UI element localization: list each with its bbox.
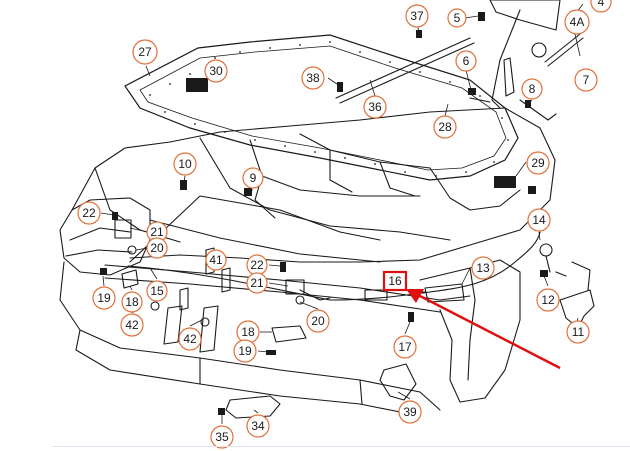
svg-text:22: 22 bbox=[82, 206, 96, 220]
svg-text:42: 42 bbox=[183, 332, 197, 346]
svg-text:18: 18 bbox=[241, 325, 255, 339]
callout-19-center: 19 bbox=[233, 339, 257, 363]
callout-35: 35 bbox=[210, 425, 234, 449]
callout-14: 14 bbox=[527, 208, 551, 232]
svg-text:10: 10 bbox=[178, 157, 192, 171]
svg-text:20: 20 bbox=[150, 241, 164, 255]
svg-text:21: 21 bbox=[150, 225, 164, 239]
callout-10: 10 bbox=[173, 152, 197, 176]
svg-text:42: 42 bbox=[125, 318, 139, 332]
svg-text:12: 12 bbox=[541, 293, 555, 307]
callout-34: 34 bbox=[246, 414, 270, 438]
svg-text:4A: 4A bbox=[570, 15, 585, 29]
svg-text:36: 36 bbox=[368, 100, 382, 114]
svg-text:21: 21 bbox=[250, 276, 264, 290]
callout-5: 5 bbox=[447, 8, 467, 28]
svg-text:27: 27 bbox=[138, 45, 152, 59]
callout-20-left: 20 bbox=[146, 237, 168, 259]
svg-text:38: 38 bbox=[306, 71, 320, 85]
callout-12: 12 bbox=[536, 288, 560, 312]
svg-text:14: 14 bbox=[532, 213, 546, 227]
svg-text:8: 8 bbox=[529, 82, 536, 96]
callout-21-center: 21 bbox=[246, 272, 268, 294]
callout-19-left: 19 bbox=[92, 286, 116, 310]
highlight-arrow bbox=[406, 289, 561, 370]
callout-17: 17 bbox=[393, 335, 417, 359]
callout-4: 4 bbox=[590, 0, 612, 13]
callout-18-left: 18 bbox=[121, 291, 143, 313]
svg-text:19: 19 bbox=[238, 344, 252, 358]
callout-7: 7 bbox=[574, 68, 598, 92]
svg-text:41: 41 bbox=[209, 253, 223, 267]
svg-text:16: 16 bbox=[388, 274, 402, 288]
svg-text:9: 9 bbox=[250, 171, 257, 185]
svg-text:22: 22 bbox=[250, 258, 264, 272]
callout-38: 38 bbox=[301, 66, 325, 90]
svg-text:18: 18 bbox=[125, 295, 139, 309]
highlight-box bbox=[382, 270, 408, 292]
callout-30: 30 bbox=[204, 59, 228, 83]
svg-text:37: 37 bbox=[410, 9, 424, 23]
callout-8: 8 bbox=[521, 78, 543, 100]
callout-13: 13 bbox=[471, 256, 495, 280]
svg-text:20: 20 bbox=[311, 314, 325, 328]
svg-text:17: 17 bbox=[398, 340, 412, 354]
callouts: 37 5 4 4A 7 6 8 38 36 28 27 30 29 10 9 2… bbox=[77, 0, 612, 449]
callout-22-left: 22 bbox=[77, 201, 101, 225]
callout-22-center: 22 bbox=[246, 254, 268, 276]
callout-9: 9 bbox=[242, 167, 264, 189]
bottom-divider bbox=[52, 446, 630, 447]
callout-4a: 4A bbox=[564, 9, 590, 35]
callout-6: 6 bbox=[455, 50, 477, 72]
callout-21-left: 21 bbox=[146, 221, 168, 243]
svg-text:35: 35 bbox=[215, 430, 229, 444]
svg-text:4: 4 bbox=[598, 0, 605, 9]
bolts bbox=[100, 12, 548, 415]
callout-42-center: 42 bbox=[178, 327, 202, 351]
callout-39: 39 bbox=[398, 400, 422, 424]
callout-41: 41 bbox=[205, 249, 227, 271]
callout-20-center: 20 bbox=[306, 309, 330, 333]
callout-11: 11 bbox=[566, 320, 590, 344]
callout-36: 36 bbox=[363, 95, 387, 119]
seal-dots bbox=[149, 41, 509, 177]
callout-16: 16 bbox=[388, 274, 402, 288]
callout-15: 15 bbox=[146, 280, 168, 302]
callout-27: 27 bbox=[132, 39, 158, 65]
svg-text:29: 29 bbox=[531, 156, 545, 170]
svg-text:28: 28 bbox=[438, 120, 452, 134]
callout-28: 28 bbox=[433, 115, 457, 139]
svg-text:15: 15 bbox=[150, 284, 164, 298]
callout-37: 37 bbox=[405, 4, 429, 28]
svg-text:7: 7 bbox=[583, 73, 590, 87]
callout-42-left: 42 bbox=[120, 313, 144, 337]
svg-text:6: 6 bbox=[463, 54, 470, 68]
callout-29: 29 bbox=[526, 151, 550, 175]
svg-text:11: 11 bbox=[572, 325, 585, 339]
callout-18-center: 18 bbox=[236, 320, 260, 344]
svg-text:30: 30 bbox=[209, 64, 223, 78]
svg-text:34: 34 bbox=[251, 419, 265, 433]
svg-text:5: 5 bbox=[454, 11, 461, 25]
svg-text:39: 39 bbox=[403, 405, 417, 419]
svg-text:13: 13 bbox=[476, 261, 490, 275]
svg-text:19: 19 bbox=[97, 291, 111, 305]
